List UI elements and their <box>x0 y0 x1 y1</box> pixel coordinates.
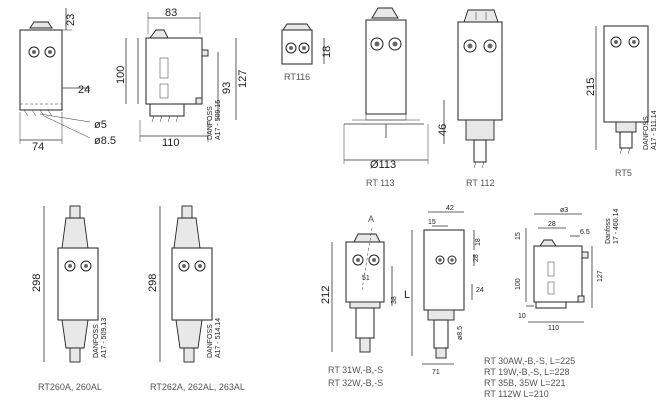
dim-46: 46 <box>437 124 449 136</box>
drawing-rt262a <box>159 205 213 363</box>
drawing-rt31w-side <box>411 211 475 365</box>
label-rt116: RT116 <box>284 72 310 82</box>
dim-42: 42 <box>446 205 454 212</box>
label-rt35: RT 35B, 35W L=221 <box>484 378 565 388</box>
dim-6-5: 6.5 <box>580 229 590 236</box>
label-point-a: A <box>368 214 374 224</box>
dim-110: 110 <box>162 137 180 149</box>
dim-15-a: 15 <box>428 219 436 226</box>
drawing-rt112 <box>457 9 503 169</box>
dim-215: 215 <box>585 78 597 96</box>
dim-100-b: 100 <box>515 278 522 290</box>
dim-110-b: 110 <box>548 325 559 332</box>
drawing-rt30aw-side <box>525 213 593 323</box>
dim-298-b: 298 <box>147 274 159 292</box>
label-rt5: RT5 <box>615 168 632 178</box>
dim-51: 51 <box>362 275 370 282</box>
dim-113: Ø113 <box>370 159 396 171</box>
dim-100: 100 <box>115 66 127 84</box>
label-rt260: RT260A, 260AL <box>38 382 102 392</box>
dim-15-b: 15 <box>515 232 522 240</box>
drawing-front-profile <box>19 8 91 144</box>
dim-74: 74 <box>32 141 44 153</box>
dim-23: 23 <box>65 14 77 26</box>
dim-127: 127 <box>237 70 249 88</box>
dim-38: 38 <box>391 296 398 304</box>
code-number-3: A17 - 509.13 <box>101 318 108 358</box>
code-danfoss-5: Danfoss <box>605 218 612 244</box>
code-number-5: 17 - 460.14 <box>613 208 620 244</box>
label-rt262: RT262A, 262AL, 263AL <box>150 382 245 392</box>
dim-18: 18 <box>321 46 333 58</box>
dim-bore-8-5-b: ø8.5 <box>457 326 464 340</box>
label-rt19: RT 19W,-B,-S, L=228 <box>484 367 569 377</box>
dim-298-a: 298 <box>31 274 43 292</box>
dim-93: 93 <box>221 82 233 94</box>
code-danfoss-3: DANFOSS <box>93 324 100 358</box>
dim-bore-3: ø3 <box>560 207 568 214</box>
dim-127-b: 127 <box>597 270 604 282</box>
dim-bore-8-5: ø8.5 <box>94 135 116 147</box>
drawing-rt5 <box>595 25 649 155</box>
label-rt113: RT 113 <box>366 178 395 188</box>
dim-24-b: 24 <box>476 287 484 294</box>
dim-10: 10 <box>518 313 526 320</box>
code-danfoss-2: DANFOSS <box>643 116 650 150</box>
drawing-side-view <box>125 12 237 142</box>
dim-bore-5: ø5 <box>94 119 107 131</box>
code-danfoss-1: DANFOSS <box>207 106 214 140</box>
label-rt112w: RT 112W L=210 <box>484 389 549 399</box>
drawing-rt116 <box>281 23 325 65</box>
dim-24: 24 <box>78 84 90 96</box>
drawing-rt113 <box>343 7 445 164</box>
code-number-2: A17 - 511.14 <box>651 110 658 150</box>
label-rt32: RT 32W,-B,-S <box>328 378 383 388</box>
dim-l: L <box>404 289 410 301</box>
label-rt31: RT 31W,-B,-S <box>328 365 383 375</box>
label-rt30: RT 30AW,-B,-S, L=225 <box>484 356 575 366</box>
dim-71: 71 <box>432 369 440 376</box>
dim-212: 212 <box>320 286 332 304</box>
dim-28: 28 <box>473 254 480 262</box>
label-rt112: RT 112 <box>466 178 495 188</box>
code-danfoss-4: DANFOSS <box>207 324 214 358</box>
drawing-rt260a <box>43 205 99 363</box>
dim-18-b: 18 <box>475 238 482 246</box>
code-number-4: A17 - 514.14 <box>215 318 222 358</box>
code-number-1: A17 - 509.15 <box>215 100 222 140</box>
dim-28-b: 28 <box>548 221 556 228</box>
dim-83: 83 <box>165 7 177 19</box>
drawing-rt31w-front <box>331 227 393 353</box>
